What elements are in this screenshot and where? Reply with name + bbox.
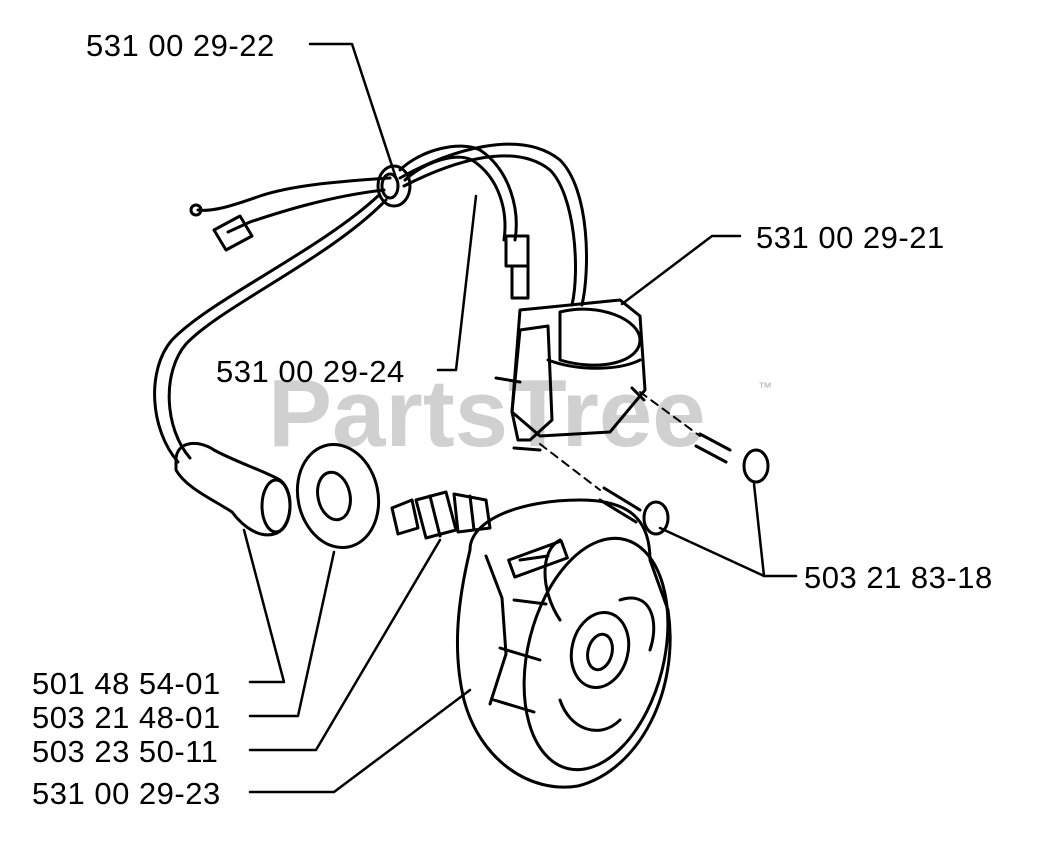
spark-plug bbox=[390, 490, 492, 540]
center-dashed-line bbox=[539, 391, 701, 491]
part-label-503-21-83-18: 503 21 83-18 bbox=[804, 560, 993, 595]
ignition-module bbox=[494, 298, 647, 452]
spark-plug-boot bbox=[174, 441, 292, 537]
part-label-503-23-50-11: 503 23 50-11 bbox=[32, 734, 219, 769]
spade-connector bbox=[189, 203, 530, 300]
part-label-531-00-29-21: 531 00 29-21 bbox=[756, 220, 945, 255]
part-label-531-00-29-22: 531 00 29-22 bbox=[86, 28, 275, 63]
watermark-trademark: ™ bbox=[758, 379, 772, 395]
wire-harness bbox=[153, 142, 588, 464]
part-label-501-48-54-01: 501 48 54-01 bbox=[32, 666, 221, 701]
screw bbox=[598, 432, 770, 536]
grommet bbox=[376, 164, 412, 208]
part-label-531-00-29-23: 531 00 29-23 bbox=[32, 776, 221, 811]
part-label-531-00-29-24: 531 00 29-24 bbox=[216, 354, 405, 389]
leader-lines bbox=[242, 42, 798, 794]
part-label-503-21-48-01: 503 21 48-01 bbox=[32, 700, 221, 735]
washer bbox=[295, 442, 381, 550]
flywheel bbox=[455, 498, 672, 789]
